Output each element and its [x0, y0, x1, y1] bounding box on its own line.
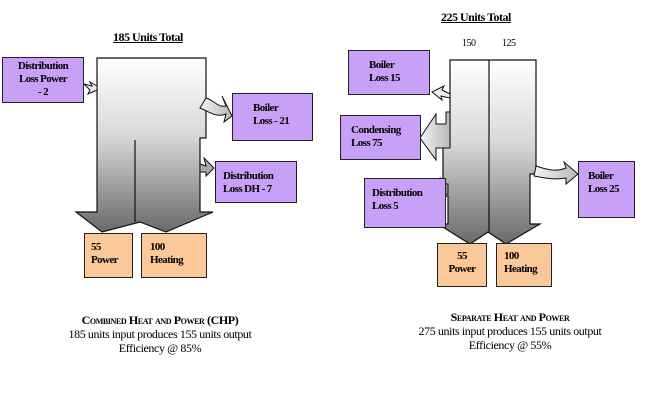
box-line: Loss 5: [372, 200, 399, 212]
output-value: 55: [91, 241, 101, 253]
box-line: Loss Power: [18, 73, 68, 85]
shp-column-label: 150: [462, 38, 476, 49]
chp-dist-loss-dh-box: Distribution Loss DH - 7: [215, 161, 297, 203]
box-line: Boiler: [369, 59, 395, 71]
box-line: Distribution: [372, 187, 423, 199]
chp-caption: Combined Heat and Power (CHP) 185 units …: [10, 313, 310, 355]
shp-caption-heading: Separate Heat and Power: [450, 310, 570, 324]
shp-caption-input-output: 275 units input produces 155 units outpu…: [418, 324, 602, 338]
box-line: Distribution: [223, 170, 274, 182]
box-line: Loss - 21: [253, 115, 290, 127]
chp-heating-output-box: 100 Heating: [141, 233, 207, 278]
shp-condensing-loss-box: Condensing Loss 75: [340, 115, 421, 160]
output-label: Power: [448, 263, 477, 275]
box-line: Loss 25: [588, 183, 620, 195]
shp-arrow-boiler-15: [431, 84, 451, 102]
box-line: Loss 15: [369, 72, 401, 84]
shp-heating-output-box: 100 Heating: [496, 243, 552, 287]
chp-arrow-dist-power: [82, 80, 98, 96]
output-label: Heating: [504, 263, 538, 275]
chp-arrow-boiler: [199, 95, 233, 124]
shp-power-output-box: 55 Power: [437, 243, 487, 287]
shp-arrow-condensing: [419, 111, 451, 162]
shp-caption-efficiency: Efficiency @ 55%: [468, 338, 552, 352]
box-line: Boiler: [253, 102, 279, 114]
output-label: Power: [91, 254, 119, 266]
box-line: Condensing: [351, 124, 401, 136]
shp-boiler-loss-25-box: Boiler Loss 25: [578, 161, 635, 218]
box-line: Distribution: [17, 60, 69, 72]
chp-total-title: 185 Units Total: [113, 30, 183, 44]
output-value: 100: [504, 250, 519, 262]
chp-arrow-dist-dh: [199, 156, 215, 178]
shp-column-label: 125: [502, 38, 516, 49]
output-value: 55: [457, 250, 467, 262]
box-line: Loss 75: [351, 137, 383, 149]
chp-dist-loss-power-box: Distribution Loss Power - 2: [2, 57, 84, 103]
box-line: - 2: [37, 86, 49, 98]
output-label: Heating: [150, 254, 184, 266]
chp-power-output-box: 55 Power: [84, 233, 133, 278]
box-line: Loss DH - 7: [223, 183, 272, 195]
chp-caption-input-output: 185 units input produces 155 units outpu…: [68, 327, 252, 341]
shp-caption: Separate Heat and Power 275 units input …: [360, 310, 656, 352]
chp-main-flow: [74, 57, 214, 233]
shp-dist-loss-5-box: Distribution Loss 5: [364, 178, 446, 228]
chp-caption-heading: Combined Heat and Power (CHP): [81, 313, 239, 327]
chp-boiler-loss-box: Boiler Loss - 21: [232, 93, 313, 141]
chp-caption-efficiency: Efficiency @ 85%: [118, 341, 202, 355]
shp-boiler-loss-15-box: Boiler Loss 15: [348, 50, 430, 95]
shp-arrow-boiler-25: [533, 160, 579, 186]
shp-total-title: 225 Units Total: [441, 10, 511, 24]
box-line: Boiler: [588, 170, 614, 182]
output-value: 100: [150, 241, 165, 253]
